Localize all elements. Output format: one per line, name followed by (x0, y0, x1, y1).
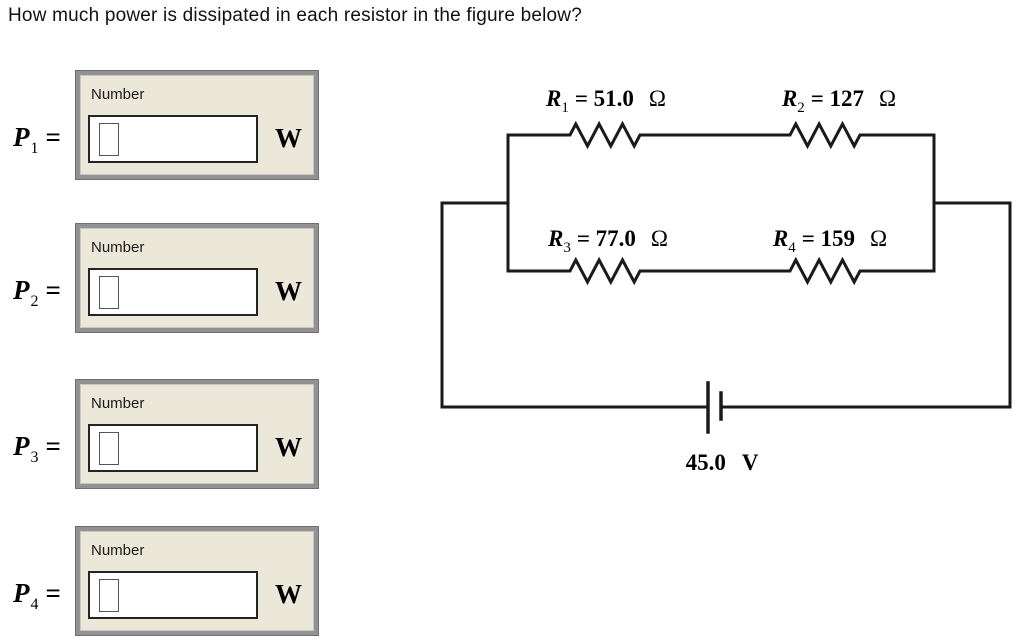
r2-subscript: 2 (797, 100, 805, 116)
r4-subscript: 4 (788, 240, 796, 256)
r3-value: = 77.0 (577, 226, 636, 251)
p4-symbol: P (13, 578, 30, 608)
left-outer-wire (440, 201, 710, 409)
answer-label-p4: P4 = (13, 578, 75, 614)
p4-field-label: Number (91, 542, 145, 559)
p2-input[interactable] (88, 268, 258, 316)
p2-symbol: P (13, 275, 30, 305)
p1-unit: W (275, 123, 302, 153)
r2-omega: Ω (879, 86, 896, 111)
resistor-r3-r4-branch-wire (506, 256, 936, 286)
p2-subscript: 2 (30, 293, 39, 310)
p1-equals: = (45, 122, 61, 152)
p2-field-label: Number (91, 239, 145, 256)
p4-equals: = (45, 578, 61, 608)
answer-panel-p4: Number W (76, 527, 318, 635)
battery-unit: V (742, 450, 759, 475)
r2-label: R2 = 127 Ω (781, 86, 896, 116)
answer-label-p2: P2 = (13, 275, 75, 311)
r1-label: R1 = 51.0 Ω (545, 86, 666, 116)
p3-equals: = (45, 431, 61, 461)
battery-label: 45.0 V (686, 450, 759, 475)
r1-subscript: 1 (561, 100, 569, 116)
caret-box (99, 275, 119, 309)
caret-box (99, 431, 119, 465)
answer-panel-p2: Number W (76, 224, 318, 332)
p4-subscript: 4 (30, 596, 39, 613)
r4-omega: Ω (870, 226, 887, 251)
battery-value: 45.0 (686, 450, 726, 475)
r4-label: R4 = 159 Ω (772, 226, 887, 256)
r4-symbol: R (772, 226, 788, 251)
r2-value: = 127 (811, 86, 864, 111)
caret-box (99, 122, 119, 156)
r3-label: R3 = 77.0 Ω (547, 226, 668, 256)
p1-subscript: 1 (30, 140, 39, 157)
caret-box (99, 578, 119, 612)
r1-symbol: R (545, 86, 561, 111)
p4-input[interactable] (88, 571, 258, 619)
r4-value: = 159 (802, 226, 855, 251)
answer-panel-p1: Number W (76, 71, 318, 179)
r3-omega: Ω (651, 226, 668, 251)
p3-symbol: P (13, 431, 30, 461)
r1-value: = 51.0 (575, 86, 634, 111)
answer-label-p1: P1 = (13, 122, 75, 158)
r3-subscript: 3 (563, 240, 571, 256)
r1-omega: Ω (649, 86, 666, 111)
answer-panel-p3: Number W (76, 380, 318, 488)
p4-unit: W (275, 579, 302, 609)
p2-equals: = (45, 275, 61, 305)
right-outer-wire (720, 201, 1012, 409)
p3-unit: W (275, 432, 302, 462)
resistor-r1-r2-branch-wire (506, 120, 936, 150)
p2-unit: W (275, 276, 302, 306)
r3-symbol: R (547, 226, 563, 251)
p3-subscript: 3 (30, 449, 39, 466)
p1-symbol: P (13, 122, 30, 152)
p3-field-label: Number (91, 395, 145, 412)
p3-input[interactable] (88, 424, 258, 472)
p1-input[interactable] (88, 115, 258, 163)
answer-label-p3: P3 = (13, 431, 75, 467)
question-text: How much power is dissipated in each res… (8, 5, 582, 26)
p1-field-label: Number (91, 86, 145, 103)
r2-symbol: R (781, 86, 797, 111)
